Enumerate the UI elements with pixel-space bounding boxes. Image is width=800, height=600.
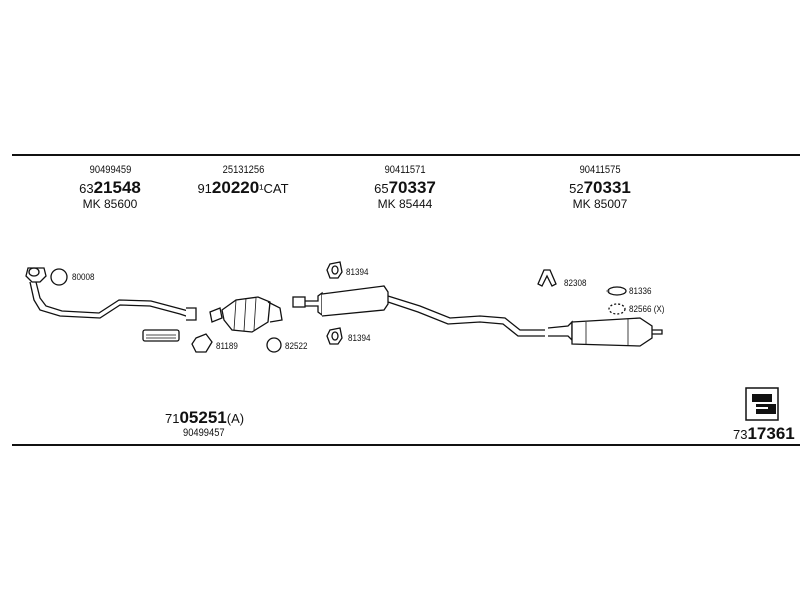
callout-82566: 82566 (X) [629, 304, 665, 315]
callout-80008: 80008 [72, 272, 95, 283]
part-ref: 90499459 [89, 164, 131, 176]
gasket-82566 [608, 303, 626, 315]
part-code: 9120220¹CAT [197, 178, 289, 198]
part-code: 5270331 [569, 178, 631, 198]
gasket-81189 [191, 333, 213, 353]
rubber-mount-81394-top [326, 261, 343, 279]
hanger-82308 [537, 269, 557, 287]
footer-left-code: 7105251(A) [165, 408, 245, 427]
gasket-80008 [50, 268, 68, 286]
gasket-82522 [266, 337, 282, 353]
part-label-middle-silencer: 90411571 6570337 MK 85444 [330, 160, 480, 212]
part-mk: MK 85600 [82, 196, 138, 211]
clamp-81189 [142, 329, 180, 342]
part-mk: MK 85007 [572, 196, 628, 211]
part-code: 6321548 [79, 178, 141, 198]
callout-81394-top: 81394 [346, 267, 369, 278]
part-code: 6570337 [374, 178, 436, 198]
part-label-front-pipe: 90499459 6321548 MK 85600 [35, 160, 185, 212]
part-label-catalytic-converter: 25131256 9120220¹CAT [168, 160, 318, 198]
middle-silencer [292, 285, 545, 337]
callout-81394-bottom: 81394 [348, 333, 371, 344]
footer-left-ref: 90499457 [183, 427, 225, 439]
part-ref: 90411575 [579, 164, 621, 176]
bottom-rule [12, 444, 800, 446]
callout-81336: 81336 [629, 286, 652, 297]
callout-81189: 81189 [216, 341, 238, 352]
top-rule [12, 154, 800, 156]
part-label-rear-silencer: 90411575 5270331 MK 85007 [525, 160, 675, 212]
catalytic-converter [209, 296, 283, 333]
part-ref: 25131256 [222, 164, 264, 176]
front-pipe [25, 267, 197, 321]
brand-logo [745, 387, 779, 421]
callout-82308: 82308 [564, 278, 587, 289]
clamp-81336 [607, 286, 627, 296]
part-ref: 90411571 [384, 164, 426, 176]
part-mk: MK 85444 [377, 196, 433, 211]
callout-82522: 82522 [285, 341, 308, 352]
rubber-mount-81394-bottom [326, 327, 343, 345]
footer-right-code: 7317361 [733, 424, 795, 443]
rear-silencer [547, 317, 663, 347]
